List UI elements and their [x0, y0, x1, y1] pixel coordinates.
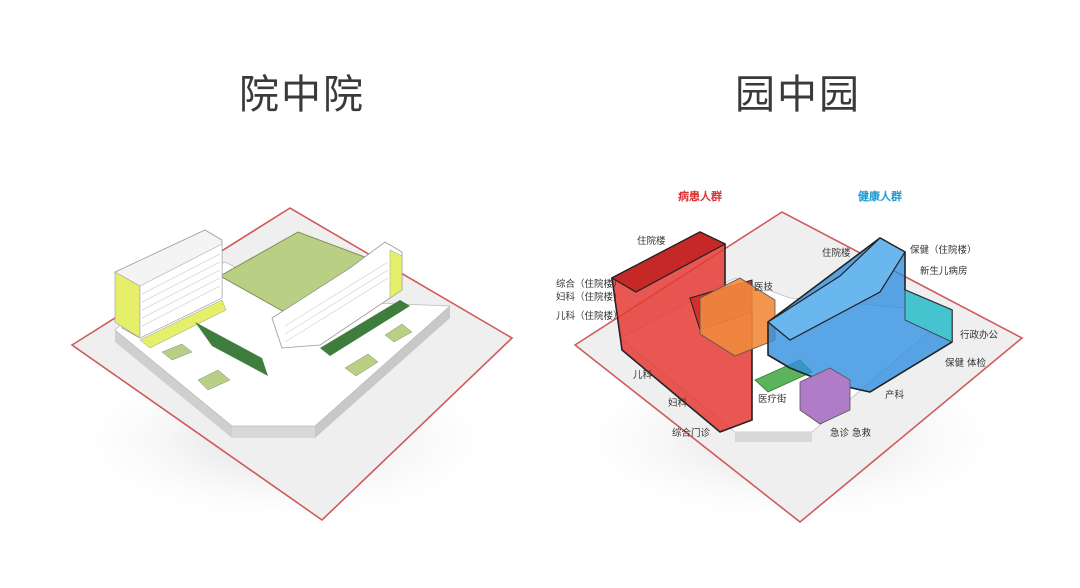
- left-tree-strip-2: [320, 300, 410, 356]
- left-right-building-stripes: [284, 261, 389, 343]
- label-group-patient: 病患人群: [678, 189, 722, 203]
- left-podium-front-left: [115, 330, 232, 438]
- left-lawn-3: [344, 353, 379, 377]
- label-group-healthy: 健康人群: [858, 189, 902, 203]
- label-medical-tech: 医技: [754, 281, 774, 293]
- left-lawn-2: [197, 369, 231, 391]
- label-newborn: 新生儿病房: [920, 265, 968, 277]
- right-red-top: [610, 231, 727, 293]
- left-slab-front: [139, 243, 223, 339]
- right-cyan-admin: [904, 289, 953, 343]
- label-comprehensive-inpatient: 综合（住院楼）: [556, 278, 623, 290]
- right-podium-front: [735, 432, 812, 442]
- left-podium-front: [232, 426, 315, 438]
- left-slab-stripes: [141, 253, 221, 327]
- left-diagram: [55, 207, 515, 530]
- label-inpatient-right: 住院楼: [822, 247, 851, 259]
- left-lawn-4: [384, 323, 413, 343]
- label-gynecology: 妇科: [668, 397, 688, 409]
- left-tree-strip-1: [195, 322, 268, 376]
- label-inpatient-left: 住院楼: [637, 235, 666, 247]
- label-healthcare-inpatient: 保健（住院楼）: [910, 244, 977, 256]
- right-diagram: 病患人群 健康人群 住院楼 综合（住院楼） 妇科（住院楼） 儿科（住院楼） 医技…: [555, 189, 1025, 530]
- label-gyn-inpatient: 妇科（住院楼）: [556, 291, 623, 303]
- left-slab-yellow-band: [139, 299, 227, 349]
- label-medical-street: 医疗街: [758, 393, 787, 405]
- label-admin-office: 行政办公: [960, 329, 999, 341]
- left-podium-front-right: [315, 306, 450, 438]
- label-comprehensive-clinic: 综合门诊: [672, 427, 711, 439]
- left-lawn-1: [161, 343, 193, 361]
- title-right: 园中园: [735, 72, 861, 118]
- label-healthcare-checkup: 保健 体检: [945, 357, 987, 369]
- title-left: 院中院: [239, 72, 365, 118]
- right-blue-top: [766, 237, 906, 341]
- right-purple-emergency: [799, 367, 851, 425]
- label-emergency: 急诊 急救: [830, 427, 872, 439]
- label-obstetrics: 产科: [885, 389, 905, 401]
- label-pediatric-inpatient: 儿科（住院楼）: [556, 310, 623, 322]
- left-right-building-yellow: [389, 249, 403, 299]
- label-pediatrics: 儿科: [633, 369, 653, 381]
